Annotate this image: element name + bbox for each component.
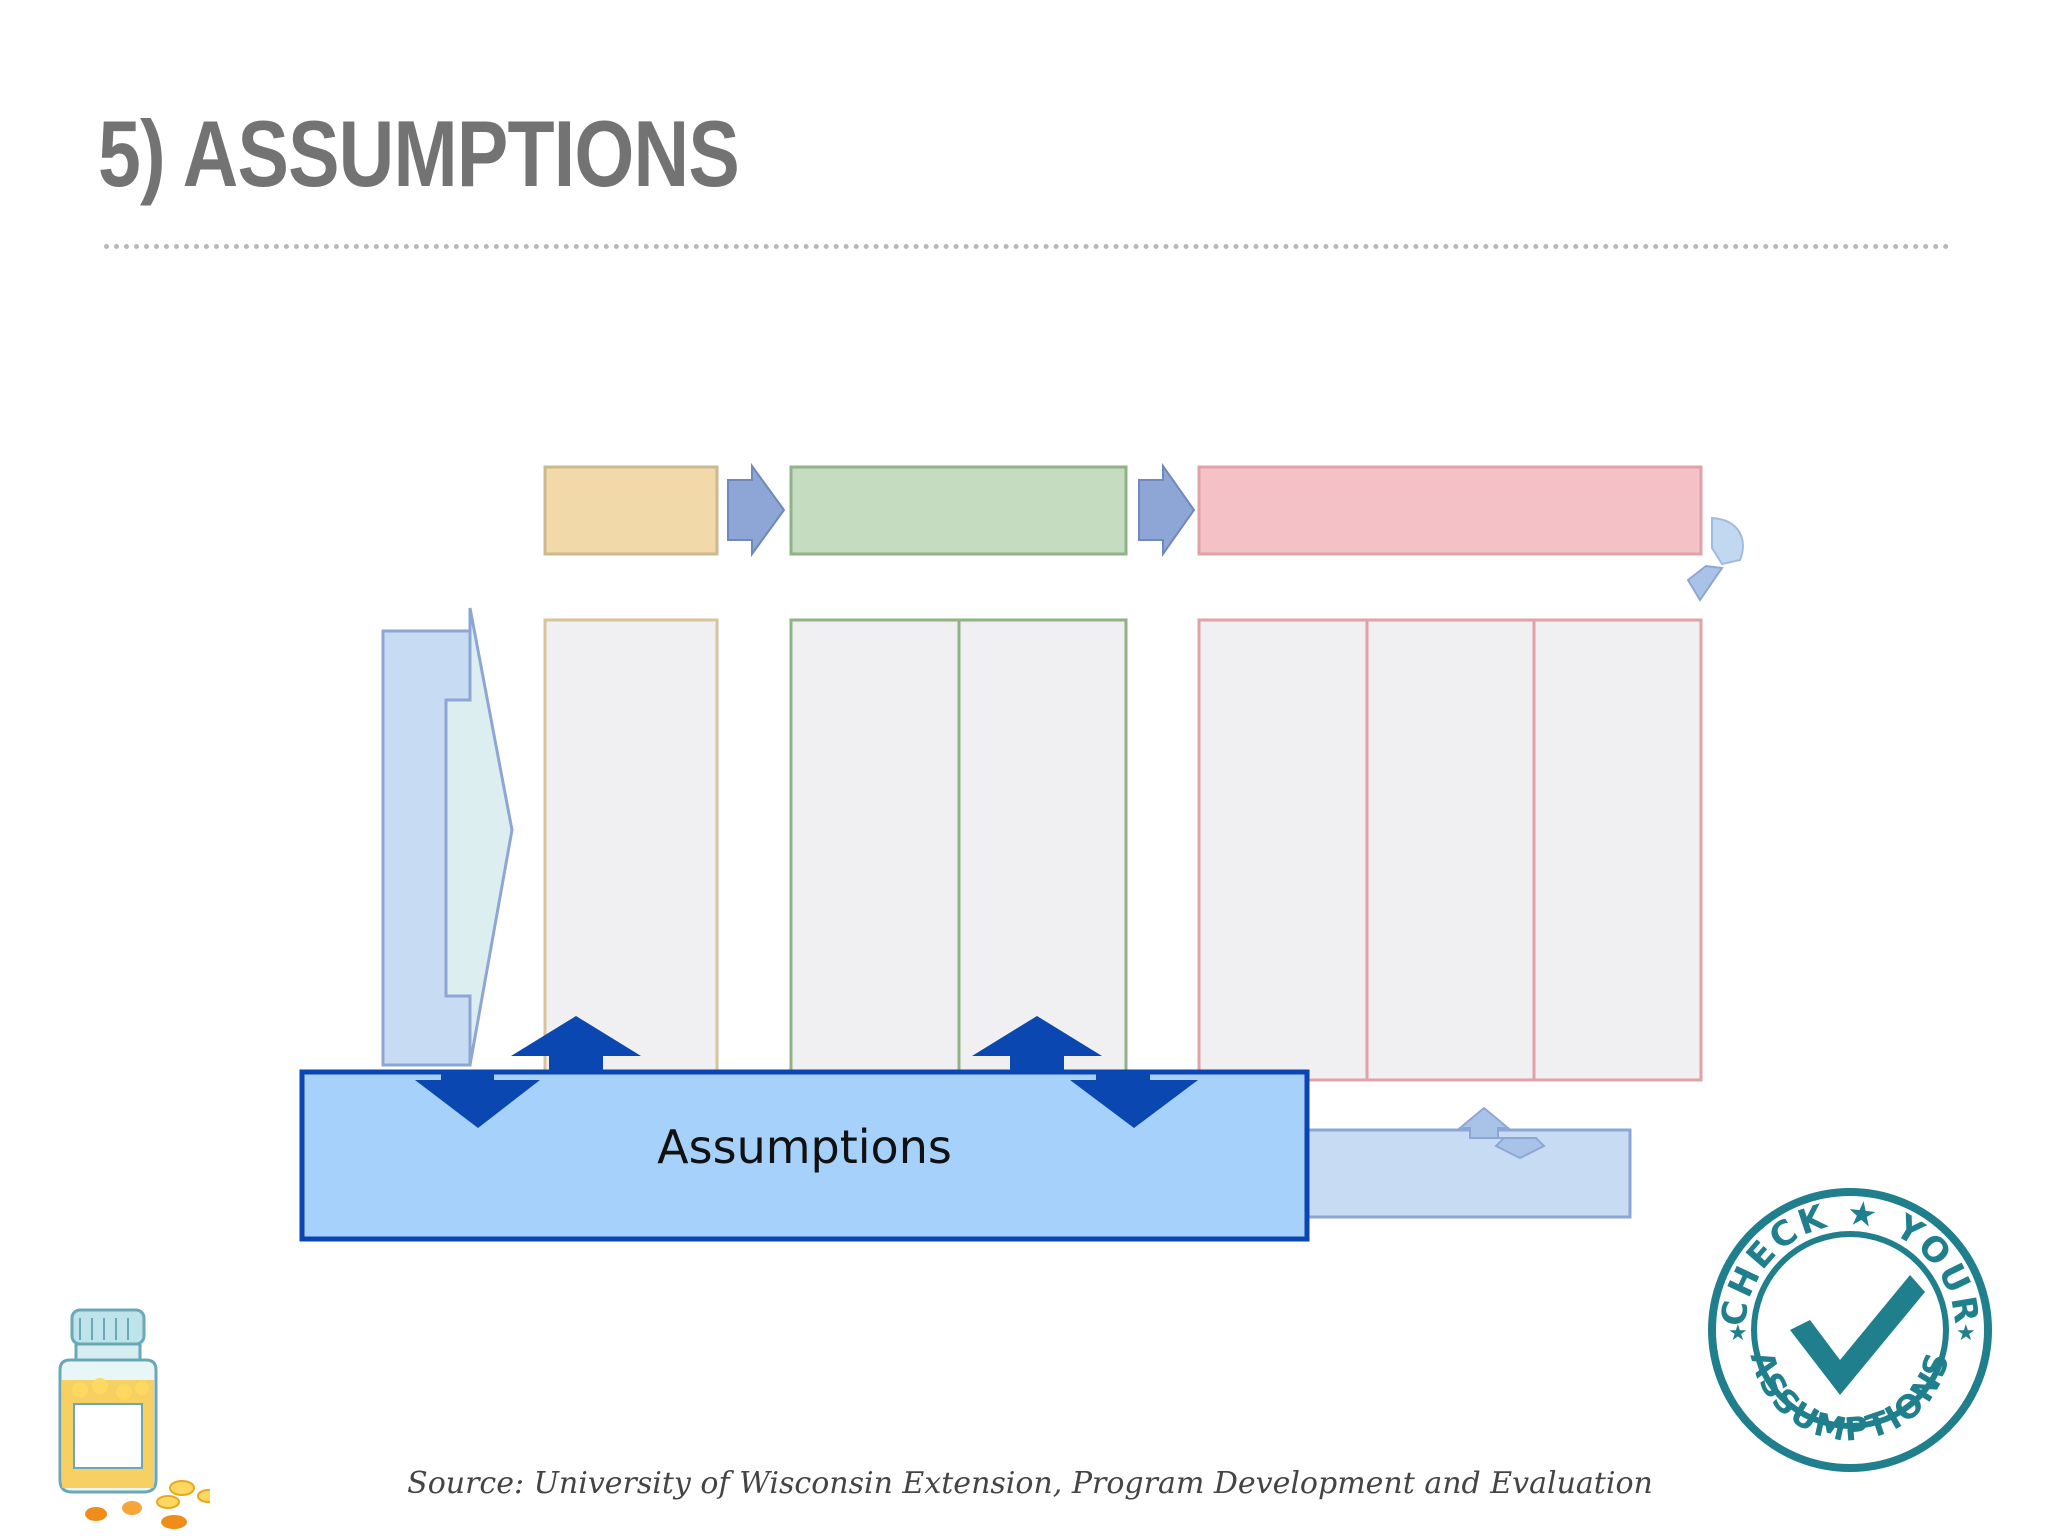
arrow-inputs-to-outputs — [727, 462, 786, 558]
title-divider — [104, 244, 1950, 249]
outcomes-column-1 — [1197, 618, 1369, 1082]
feedback-loop-arrow — [1711, 516, 1744, 566]
svg-text:CHECK ★ YOUR: CHECK ★ YOUR — [1713, 1193, 1986, 1329]
pill-bottle-icon — [58, 1308, 210, 1529]
assumptions-down-arrow-right — [1070, 1072, 1198, 1128]
outcomes-column-2 — [1365, 618, 1536, 1082]
outputs-header-box — [789, 465, 1128, 556]
outputs-column-2 — [957, 618, 1128, 1082]
outputs-column-1 — [789, 618, 961, 1082]
inputs-header-box — [543, 465, 719, 556]
arrow-outputs-to-outcomes — [1138, 462, 1196, 558]
check-your-assumptions-stamp: CHECK ★ YOUR ASSUMPTIONS ★ ★ — [1708, 1188, 1992, 1472]
external-factors-box — [1298, 1128, 1632, 1219]
outcomes-column-3 — [1532, 618, 1703, 1082]
situation-chevron — [444, 607, 514, 1066]
feedback-loop-arrow-tail — [1686, 564, 1724, 602]
svg-text:★: ★ — [1956, 1321, 1976, 1346]
outcomes-header-box — [1197, 465, 1703, 556]
stamp-text-top: CHECK ★ YOUR — [1713, 1193, 1983, 1329]
inputs-column — [543, 618, 719, 1082]
slide-title: 5) ASSUMPTIONS — [98, 101, 740, 206]
external-factors-arrow — [1457, 1106, 1546, 1160]
assumptions-up-arrow-left — [511, 1016, 641, 1072]
stamp-checkmark-icon — [1790, 1275, 1925, 1395]
source-note: Source: University of Wisconsin Extensio… — [407, 1466, 1653, 1501]
assumptions-up-arrow-right — [972, 1016, 1102, 1072]
assumptions-label: Assumptions — [657, 1120, 952, 1174]
svg-text:★: ★ — [1728, 1321, 1748, 1346]
assumptions-down-arrow-left — [415, 1072, 540, 1128]
